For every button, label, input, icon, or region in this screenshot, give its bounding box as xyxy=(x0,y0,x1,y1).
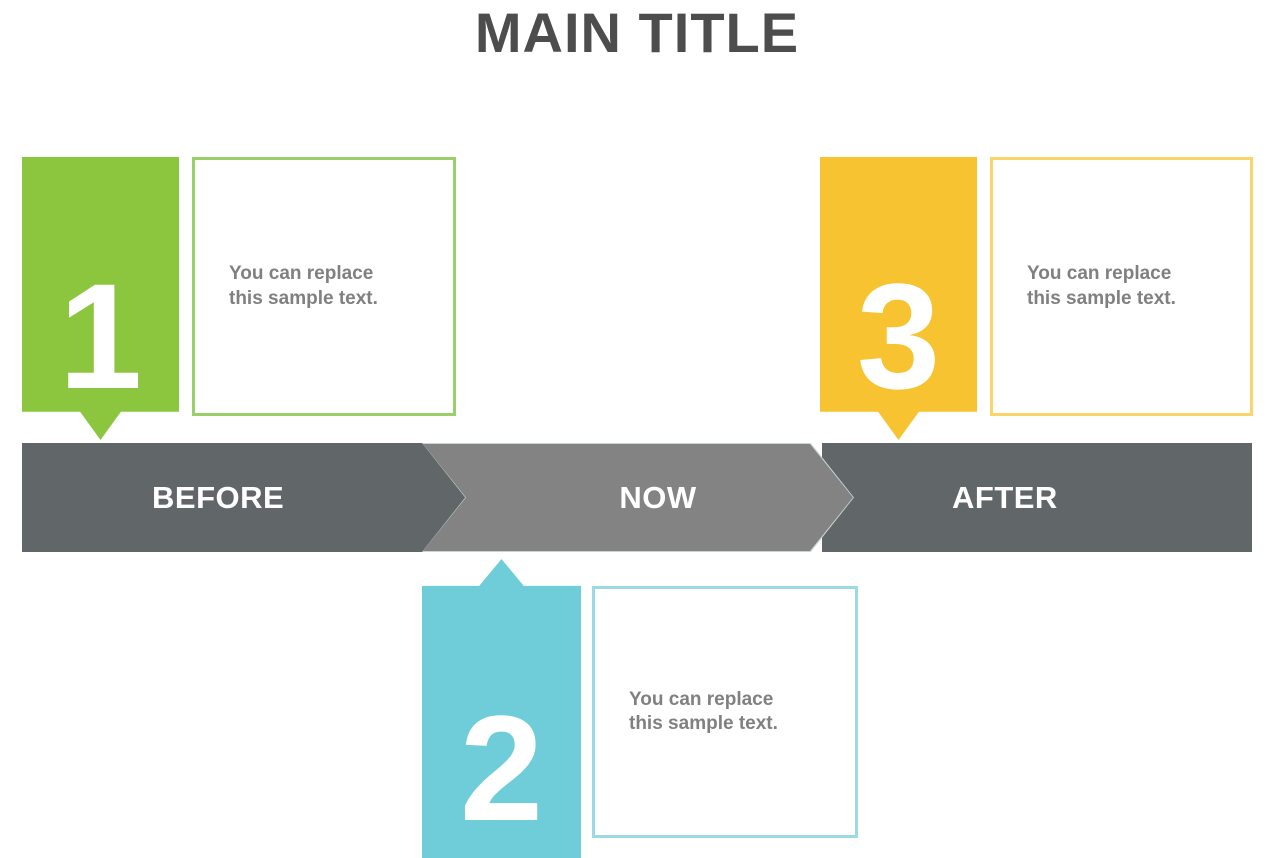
step-one-body-text: You can replace this sample text. xyxy=(229,263,378,309)
timeline-segment-before-label: BEFORE xyxy=(152,480,285,515)
chevron-fill xyxy=(423,444,853,551)
step-two-text-box[interactable]: You can replace this sample text. xyxy=(592,586,858,838)
timeline-segment-now-label: NOW xyxy=(619,480,697,515)
step-three-fill xyxy=(820,157,977,440)
step-two-body-text: You can replace this sample text. xyxy=(629,688,778,734)
timeline-segment-before[interactable]: BEFORE xyxy=(22,443,472,552)
step-three-number: 3 xyxy=(856,252,941,420)
timeline-segment-after[interactable]: AFTER xyxy=(822,443,1252,552)
step-one-number-block[interactable]: 1 xyxy=(22,157,179,440)
step-two-number: 2 xyxy=(459,684,544,852)
step-three-body-text: You can replace this sample text. xyxy=(1027,263,1176,309)
step-one-fill xyxy=(22,157,179,440)
step-three-number-block[interactable]: 3 xyxy=(820,157,977,440)
step-three-text-box[interactable]: You can replace this sample text. xyxy=(990,157,1253,416)
page-title: MAIN TITLE xyxy=(474,1,800,64)
step-two-number-block[interactable]: 2 xyxy=(422,559,581,858)
step-one-text-box[interactable]: You can replace this sample text. xyxy=(192,157,456,416)
step-one-number: 1 xyxy=(58,252,143,420)
step-two-fill xyxy=(422,559,581,858)
timeline-banner: BEFORE AFTER NOW xyxy=(22,443,1252,552)
timeline-segment-now[interactable]: NOW xyxy=(422,443,854,552)
timeline-segment-after-label: AFTER xyxy=(952,480,1058,515)
